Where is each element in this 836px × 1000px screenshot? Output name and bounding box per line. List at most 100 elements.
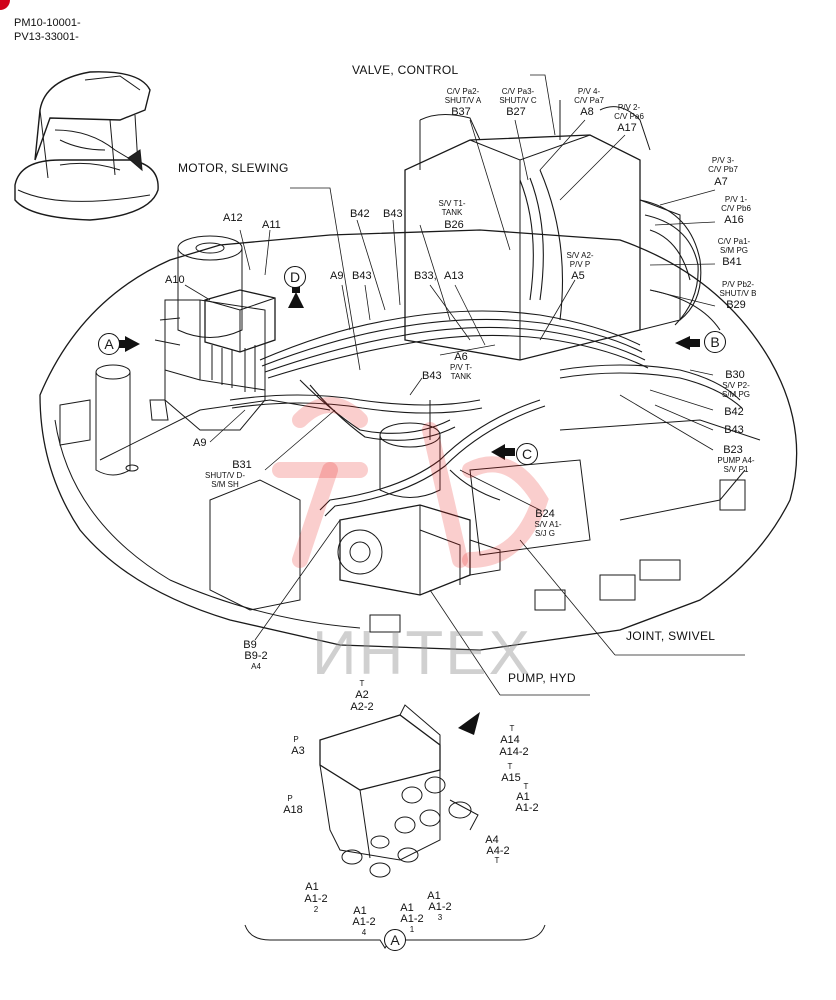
callout-b30: B30 [725, 369, 745, 381]
callout-b24-sub1: S/V A1- [534, 520, 562, 529]
callout-b9-sub: A4 [251, 662, 261, 671]
callout-a6-sub1: P/V T- [449, 363, 473, 372]
callout-b41: B41 [722, 256, 742, 268]
solenoid-valve-block [204, 289, 276, 392]
callout-b43-right: B43 [724, 424, 744, 436]
detail-port2-a1-2: A1-2 [304, 893, 328, 905]
callout-a12: A12 [223, 212, 243, 224]
label-pump-hyd: PUMP, HYD [508, 671, 576, 685]
detail-port3-a1: A1 [427, 890, 441, 902]
callout-b37: B37 [451, 106, 471, 118]
label-joint-swivel: JOINT, SWIVEL [626, 629, 716, 643]
detail-a18: A18 [283, 804, 303, 816]
watermark-graphic [272, 397, 549, 568]
detail-a4-2: A4-2 [486, 845, 510, 857]
upper-frame [39, 229, 798, 651]
callout-a10: A10 [165, 274, 185, 286]
view-b-marker: B [704, 331, 726, 353]
callout-b23-sub2: S/V P1 [723, 465, 749, 474]
callout-b26-sub2: TANK [441, 208, 463, 217]
view-c-marker: C [516, 443, 538, 465]
callout-a11: A11 [262, 219, 281, 231]
slewing-motor [154, 235, 266, 431]
callout-a7: A7 [714, 176, 728, 188]
detail-port3-number: 3 [437, 913, 443, 922]
callout-b37-sub1: C/V Pa2- [446, 87, 480, 96]
callout-a16: A16 [724, 214, 744, 226]
callout-b30-sub1: S/V P2- [722, 381, 750, 390]
detail-a1: A1 [516, 791, 530, 803]
callout-b23: B23 [723, 444, 743, 456]
callout-b37-sub2: SHUT/V A [444, 96, 482, 105]
detail-port4-a1-2: A1-2 [352, 916, 376, 928]
callout-b31-sub2: S/M SH [211, 480, 239, 489]
detail-a14-port: T [509, 724, 515, 733]
detail-a3: A3 [291, 745, 305, 757]
detail-port4-a1: A1 [353, 905, 367, 917]
model-range-line2: PV13-33001- [14, 31, 79, 43]
view-arrows [116, 284, 700, 735]
callout-b31-sub1: SHUT/V D- [205, 471, 245, 480]
detail-port4-number: 4 [361, 928, 367, 937]
callout-b43-mid: B43 [352, 270, 372, 282]
callout-b27-sub1: C/V Pa3- [501, 87, 535, 96]
callout-b29-sub2: SHUT/V B [719, 289, 757, 298]
callout-a8-sub1: P/V 4- [577, 87, 601, 96]
swivel-joint [379, 400, 441, 498]
callout-b29-sub1: P/V Pb2- [721, 280, 755, 289]
detail-a4-port: T [494, 856, 500, 865]
detail-port3-a1-2: A1-2 [428, 901, 452, 913]
callout-a16-sub2: C/V Pb6 [721, 204, 751, 213]
callout-b30-sub2: S/M PG [721, 390, 751, 399]
callout-a7-sub1: P/V 3- [711, 156, 735, 165]
detail-a14-2: A14-2 [499, 746, 529, 758]
detail-port1-a1-2: A1-2 [400, 913, 424, 925]
view-d-marker: D [284, 266, 306, 288]
detail-a14: A14 [500, 734, 520, 746]
callout-b43-top: B43 [383, 208, 403, 220]
callout-b23-sub1: PUMP A4- [717, 456, 755, 465]
callout-b42-right: B42 [724, 406, 744, 418]
callout-b33: B33, [414, 270, 437, 282]
detail-a2-2: A2-2 [350, 701, 374, 713]
detail-a2-port: T [359, 679, 365, 688]
callout-a5-sub1: S/V A2- [566, 251, 594, 260]
detail-a15-port: T [507, 762, 513, 771]
callout-a16-sub1: P/V 1- [724, 195, 748, 204]
callout-b31: B31 [232, 459, 252, 471]
callout-a17-sub2: C/V Pa6 [614, 112, 644, 121]
view-a-detail-marker: A [384, 929, 406, 951]
callout-b42-top: B42 [350, 208, 370, 220]
label-motor-slewing: MOTOR, SLEWING [178, 161, 289, 175]
detail-port2-a1: A1 [305, 881, 319, 893]
control-valve-block [404, 100, 681, 361]
detail-port1-number: 1 [409, 925, 415, 934]
callout-b9-2: B9-2 [244, 650, 268, 662]
callout-a7-sub2: C/V Pb7 [708, 165, 738, 174]
callout-b27-sub2: SHUT/V C [499, 96, 537, 105]
detail-a15: A15 [501, 772, 521, 784]
detail-a1-port: T [523, 782, 529, 791]
callout-a5: A5 [571, 270, 585, 282]
callout-a8: A8 [580, 106, 594, 118]
pillar-left [95, 364, 139, 476]
callout-a13: A13 [444, 270, 464, 282]
callout-b24: B24 [535, 508, 555, 520]
callout-b41-sub1: C/V Pa1- [717, 237, 751, 246]
callout-b43-low: B43 [422, 370, 442, 382]
callout-b26: B26 [444, 219, 464, 231]
detail-port1-a1: A1 [400, 902, 414, 914]
callout-a5-sub2: P/V P [569, 260, 591, 269]
label-valve-control: VALVE, CONTROL [352, 63, 459, 77]
hose-bundle [229, 169, 743, 517]
detail-a2: A2 [355, 689, 369, 701]
watermark-text: ИНТЕХ [312, 619, 532, 688]
callout-b9: B9 [243, 639, 257, 651]
hydraulic-pump [337, 504, 501, 596]
detail-a18-port: P [287, 794, 293, 803]
detail-a1-2: A1-2 [515, 802, 539, 814]
detail-a3-port: P [293, 735, 299, 744]
callout-b24-sub2: S/J G [534, 529, 556, 538]
